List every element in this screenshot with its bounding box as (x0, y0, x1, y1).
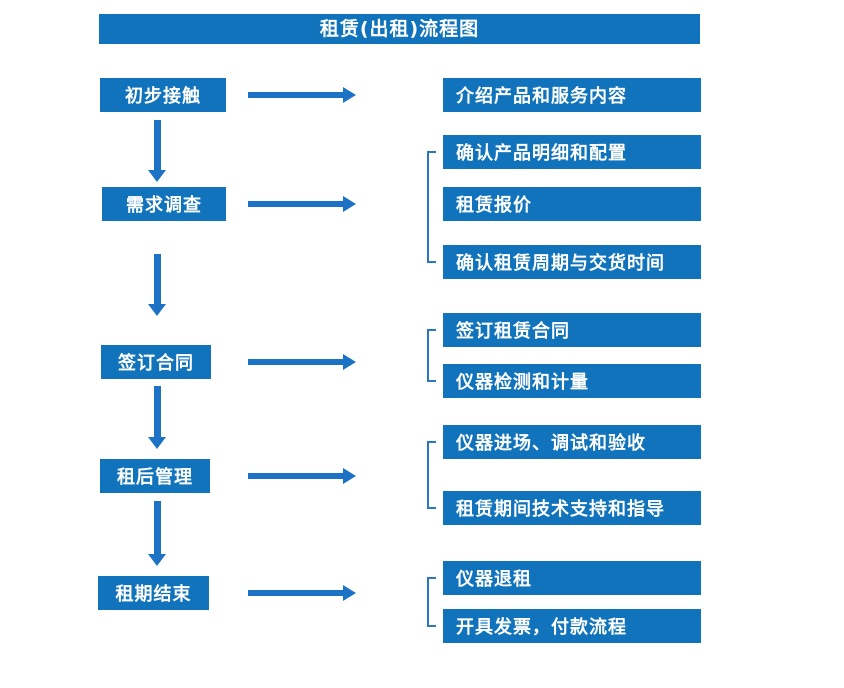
flow-right-arrow-3 (248, 354, 356, 370)
stage-box-sign-contract: 签订合同 (101, 345, 211, 379)
arrow-shaft (248, 92, 343, 98)
arrow-head-right-icon (343, 87, 356, 103)
arrow-shaft (248, 590, 343, 596)
detail-box: 确认产品明细和配置 (443, 135, 701, 169)
detail-box: 租赁期间技术支持和指导 (443, 491, 701, 525)
detail-box: 确认租赁周期与交货时间 (443, 245, 701, 279)
arrow-head-right-icon (343, 468, 356, 484)
detail-box: 介绍产品和服务内容 (443, 78, 701, 112)
stage-box-post-rental-management: 租后管理 (100, 459, 210, 493)
flow-right-arrow-2 (248, 196, 356, 212)
arrow-shaft (153, 254, 161, 304)
arrow-head-right-icon (343, 585, 356, 601)
arrow-shaft (153, 501, 161, 554)
detail-box: 租赁报价 (443, 187, 701, 221)
flow-down-arrow-2 (148, 254, 166, 316)
group-bracket-requirements (427, 151, 436, 263)
arrow-shaft (248, 359, 343, 365)
stage-box-requirements-survey: 需求调查 (102, 187, 226, 221)
arrow-shaft (153, 120, 161, 170)
flowchart-title: 租赁(出租)流程图 (99, 14, 700, 44)
flow-right-arrow-5 (248, 585, 356, 601)
arrow-head-down-icon (148, 437, 166, 449)
arrow-head-down-icon (148, 554, 166, 566)
group-bracket-management (427, 441, 436, 509)
flow-right-arrow-1 (248, 87, 356, 103)
arrow-head-right-icon (343, 354, 356, 370)
flow-right-arrow-4 (248, 468, 356, 484)
stage-box-rental-end: 租期结束 (98, 576, 209, 610)
detail-box: 仪器进场、调试和验收 (443, 425, 701, 459)
arrow-head-right-icon (343, 196, 356, 212)
arrow-head-down-icon (148, 170, 166, 182)
arrow-shaft (248, 201, 343, 207)
flow-down-arrow-1 (148, 120, 166, 182)
detail-box: 签订租赁合同 (443, 313, 701, 347)
flow-down-arrow-4 (148, 501, 166, 566)
detail-box: 仪器检测和计量 (443, 364, 701, 398)
flow-down-arrow-3 (148, 386, 166, 449)
group-bracket-contract (427, 329, 436, 382)
stage-box-initial-contact: 初步接触 (100, 78, 226, 112)
group-bracket-rental-end (427, 577, 436, 627)
arrow-shaft (248, 473, 343, 479)
detail-box: 开具发票，付款流程 (443, 609, 701, 643)
detail-box: 仪器退租 (443, 561, 701, 595)
arrow-shaft (153, 386, 161, 437)
arrow-head-down-icon (148, 304, 166, 316)
